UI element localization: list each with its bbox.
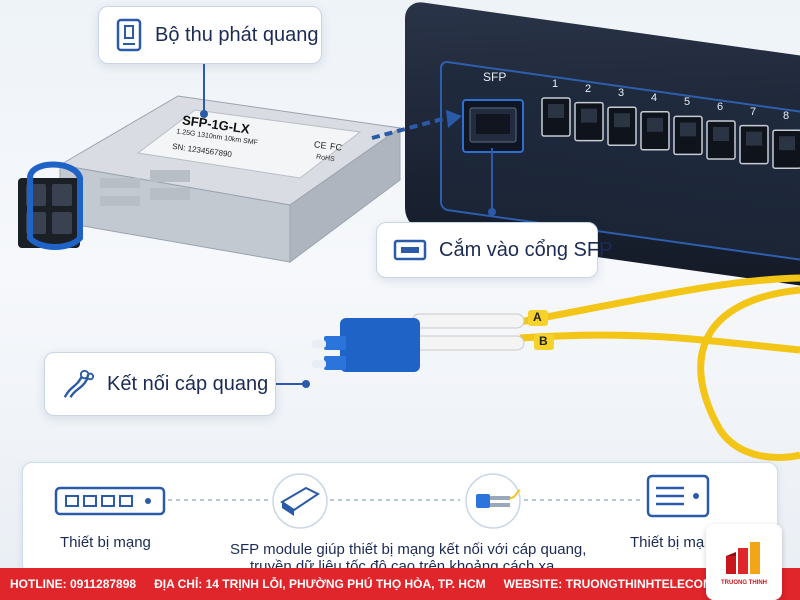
callout-plug-in: Cắm vào cổng SFP xyxy=(376,222,612,278)
brand-logo-icon xyxy=(726,542,760,574)
footer-address: ĐỊA CHỈ: 14 TRỊNH LỖI, PHƯỜNG PHÚ THỌ HÒ… xyxy=(154,577,486,591)
leader-dot-transceiver xyxy=(200,110,208,118)
network-device-icon xyxy=(54,486,166,521)
leader-dot-fiber xyxy=(302,380,310,388)
cable-tag-b: B xyxy=(539,334,548,348)
server-device-icon xyxy=(646,474,710,523)
footer-bar: HOTLINE: 0911287898 ĐỊA CHỈ: 14 TRỊNH LỖ… xyxy=(0,568,800,600)
callout-transceiver: Bộ thu phát quang xyxy=(98,6,322,64)
rj45-port-contacts xyxy=(614,113,630,128)
rj45-ports xyxy=(541,97,800,169)
sfp-module-icon xyxy=(270,472,330,535)
port-number-8: 8 xyxy=(783,110,790,123)
rj45-port-contacts xyxy=(548,104,564,118)
rj45-port-contacts xyxy=(713,127,729,141)
fiber-cable-icon xyxy=(61,367,95,401)
panel-description-line1: SFP module giúp thiết bị mạng kết nối vớ… xyxy=(230,541,587,558)
port-number-7: 7 xyxy=(750,105,757,118)
sfp-slot xyxy=(462,99,524,153)
panel-left-label: Thiết bị mạng xyxy=(60,534,151,551)
panel-right-label: Thiết bị mạ xyxy=(630,534,705,551)
callout-plug-in-label: Cắm vào cổng SFP xyxy=(439,238,613,261)
callout-transceiver-label: Bộ thu phát quang xyxy=(155,23,319,46)
callout-fiber-connect: Kết nối cáp quang xyxy=(44,352,276,416)
sfp-port-icon xyxy=(393,233,427,267)
leader-dot-plug-in xyxy=(488,208,496,216)
port-number-2: 2 xyxy=(585,82,592,95)
port-number-1: 1 xyxy=(552,78,559,90)
callout-fiber-connect-label: Kết nối cáp quang xyxy=(107,372,269,395)
rj45-port-contacts xyxy=(779,136,795,151)
brand-logo: TRUONG THINH xyxy=(706,524,782,600)
rj45-port-contacts xyxy=(647,117,663,132)
port-number-3: 3 xyxy=(618,87,625,100)
rj45-port-contacts xyxy=(746,131,762,146)
leader-line-fiber xyxy=(276,383,306,385)
leader-line-plug-in xyxy=(491,148,493,212)
footer-website[interactable]: WEBSITE: TRUONGTHINHTELECOM.COM xyxy=(503,577,745,591)
cable-tag-a: A xyxy=(533,310,542,324)
footer-hotline[interactable]: HOTLINE: 0911287898 xyxy=(10,577,137,591)
fiber-connector-icon xyxy=(462,472,524,535)
port-number-6: 6 xyxy=(717,101,724,113)
port-number-5: 5 xyxy=(684,96,691,109)
brand-logo-text: TRUONG THINH xyxy=(721,580,767,586)
transceiver-icon xyxy=(115,18,143,52)
rj45-port-contacts xyxy=(581,108,597,123)
rj45-port-contacts xyxy=(680,122,696,137)
port-number-4: 4 xyxy=(651,91,658,104)
leader-line-transceiver xyxy=(203,64,205,114)
explanation-panel xyxy=(22,462,778,574)
sfp-slot-label: SFP xyxy=(483,70,507,84)
